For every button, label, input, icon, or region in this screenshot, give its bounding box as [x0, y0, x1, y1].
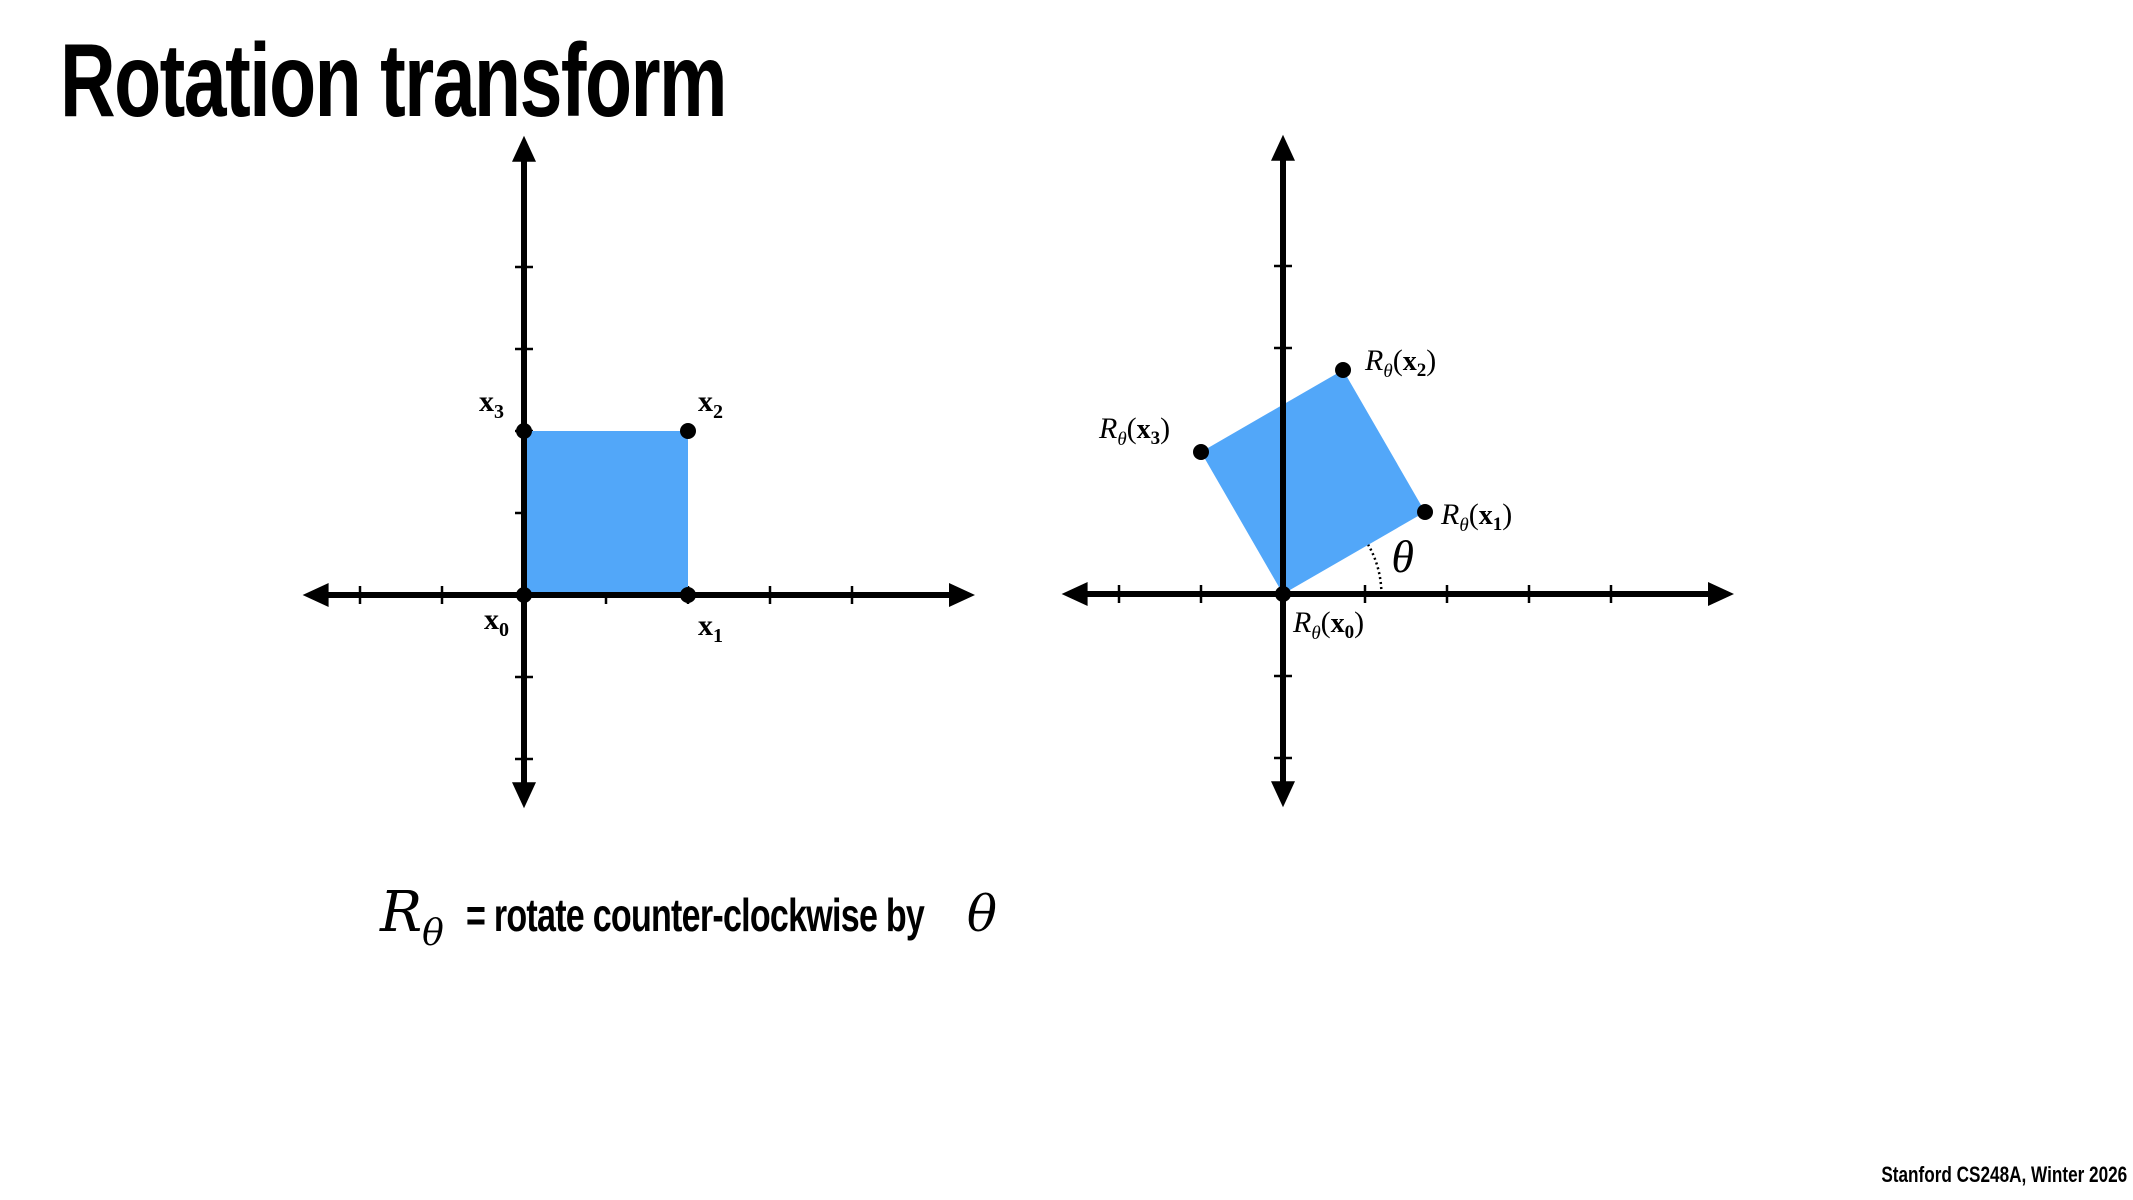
angle-label: θ — [1391, 531, 1414, 582]
angle-symbol: θ — [966, 885, 998, 943]
rotated-square-plot: θRθ(x0)Rθ(x1)Rθ(x2)Rθ(x3) — [1061, 134, 1734, 808]
vertex-index: 1 — [713, 625, 723, 647]
slide-title: Rotation transform — [60, 23, 727, 139]
vertex-label: Rθ(x1) — [1440, 498, 1512, 536]
vertex-index: 2 — [713, 401, 723, 423]
paren-close: ) — [1502, 498, 1512, 531]
vertex-index: 3 — [494, 401, 504, 423]
vertex-label: x1 — [698, 609, 723, 647]
angle-arc — [1367, 544, 1383, 595]
paren-open: ( — [1127, 412, 1137, 445]
vertex-point — [680, 587, 696, 603]
function-subscript: θ — [1311, 623, 1320, 644]
vertex-point — [516, 423, 532, 439]
y-axis-up-arrow — [1271, 134, 1295, 161]
vertex-index: 3 — [1151, 428, 1161, 449]
vertex-index: 0 — [499, 619, 509, 641]
paren-close: ) — [1160, 412, 1170, 445]
vertex-index: 0 — [1345, 622, 1355, 643]
vertex-point — [1417, 504, 1434, 520]
rotation-symbol-subscript: θ — [422, 913, 444, 954]
vertex-var: x — [1403, 346, 1417, 377]
vertex-point — [1275, 586, 1291, 602]
paren-open: ( — [1393, 344, 1403, 377]
vertex-point — [516, 587, 532, 603]
rotation-symbol: R — [380, 880, 423, 945]
function-subscript: θ — [1383, 361, 1392, 382]
function-name: R — [1440, 498, 1459, 531]
vertex-var: x — [698, 385, 713, 418]
vertex-var: x — [1331, 608, 1345, 639]
x-axis-left-arrow — [302, 583, 329, 607]
rotation-definition-text: = rotate counter-clockwise by — [465, 889, 925, 941]
rotated-square — [1201, 369, 1426, 594]
vertex-label: Rθ(x0) — [1292, 606, 1364, 644]
y-axis-down-arrow — [512, 782, 536, 809]
vertex-label: x0 — [484, 603, 509, 641]
y-axis-down-arrow — [1271, 781, 1295, 808]
vertex-label: x3 — [479, 385, 504, 423]
vertex-index: 1 — [1493, 514, 1503, 535]
vertex-label: Rθ(x2) — [1364, 344, 1436, 382]
x-axis-right-arrow — [949, 583, 975, 607]
function-name: R — [1098, 412, 1117, 445]
vertex-point — [1335, 361, 1352, 378]
function-subscript: θ — [1459, 515, 1468, 536]
vertex-var: x — [484, 603, 499, 636]
vertex-label: Rθ(x3) — [1098, 412, 1170, 450]
y-axis-up-arrow — [512, 135, 536, 162]
function-name: R — [1364, 344, 1383, 377]
course-footer: Stanford CS248A, Winter 2026 — [1881, 1162, 2127, 1187]
vertex-label: x2 — [698, 385, 723, 423]
original-square — [524, 431, 688, 595]
vertex-var: x — [1479, 500, 1493, 531]
x-axis-right-arrow — [1708, 582, 1734, 606]
rotation-definition: R θ = rotate counter-clockwise by θ — [380, 880, 998, 954]
paren-close: ) — [1354, 606, 1364, 639]
paren-open: ( — [1321, 606, 1331, 639]
paren-open: ( — [1469, 498, 1479, 531]
x-axis-left-arrow — [1061, 582, 1088, 606]
function-name: R — [1292, 606, 1311, 639]
vertex-var: x — [479, 385, 494, 418]
vertex-index: 2 — [1417, 360, 1427, 381]
paren-close: ) — [1426, 344, 1436, 377]
vertex-var: x — [1137, 414, 1151, 445]
vertex-point — [680, 423, 696, 439]
function-subscript: θ — [1117, 429, 1126, 450]
vertex-point — [1193, 443, 1209, 460]
vertex-var: x — [698, 609, 713, 642]
